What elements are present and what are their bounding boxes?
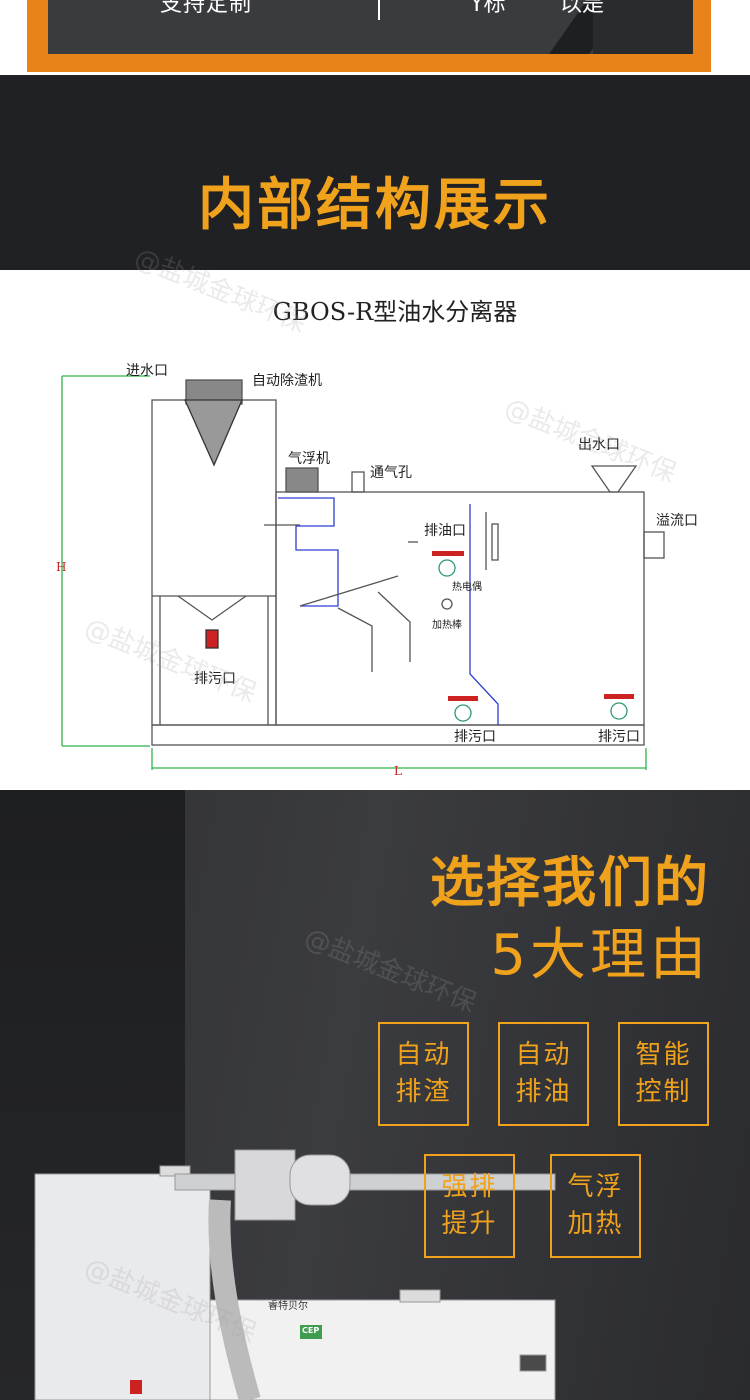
diagram-title: GBOS-R型油水分离器 (272, 298, 518, 326)
reason-4-line2: 提升 (441, 1209, 498, 1239)
product-brand: 睿特贝尔 (268, 1301, 308, 1312)
label-water-inlet: 进水口 (126, 363, 168, 379)
label-sewage-outlet-right: 排污口 (598, 729, 640, 745)
reason-box-1: 自动 排渣 (378, 1022, 469, 1126)
label-overflow: 溢流口 (656, 513, 698, 529)
reason-box-5: 气浮 加热 (550, 1154, 641, 1258)
label-height: H (56, 560, 67, 574)
reason-1-line2: 排渣 (395, 1077, 452, 1107)
label-thermocouple: 热电偶 (452, 582, 482, 593)
banner-right-text: 以是 (560, 0, 605, 17)
label-sewage-outlet-left: 排污口 (194, 671, 236, 687)
label-length: L (394, 764, 402, 778)
reason-5-line2: 加热 (567, 1209, 624, 1239)
label-air-flotation: 气浮机 (288, 451, 330, 467)
banner-mid-text: Y标 (470, 0, 506, 17)
reason-5-line1: 气浮 (567, 1172, 624, 1202)
reason-2-line1: 自动 (515, 1040, 572, 1070)
reason-box-3: 智能 控制 (618, 1022, 709, 1126)
reason-box-4: 强排 提升 (424, 1154, 515, 1258)
label-water-outlet: 出水口 (578, 437, 620, 453)
product-illustration (34, 1149, 556, 1400)
top-banner-inner (48, 0, 693, 54)
reasons-subheading: 5大理由 (490, 923, 710, 988)
label-auto-slag-remover: 自动除渣机 (252, 373, 322, 389)
diagram-panel: 进水口 自动除渣机 气浮机 通气孔 出水口 溢流口 排油口 热电偶 加热棒 排污… (0, 270, 750, 790)
separator-diagram (61, 375, 665, 770)
reasons-heading: 选择我们的 (430, 851, 710, 914)
label-oil-outlet: 排油口 (424, 523, 466, 539)
label-heating-rod: 加热棒 (432, 620, 462, 631)
banner-divider (378, 0, 380, 20)
reason-3-line1: 智能 (635, 1040, 692, 1070)
section-title-band (0, 75, 750, 270)
label-sewage-outlet-mid: 排污口 (454, 729, 496, 745)
reason-1-line1: 自动 (395, 1040, 452, 1070)
section-title: 内部结构展示 (198, 173, 552, 238)
reason-2-line2: 排油 (515, 1077, 572, 1107)
reason-box-2: 自动 排油 (498, 1022, 589, 1126)
reason-3-line2: 控制 (635, 1077, 692, 1107)
label-vent-hole: 通气孔 (370, 465, 412, 481)
product-badge: CEP (302, 1326, 320, 1335)
reason-4-line1: 强排 (441, 1172, 498, 1202)
banner-left-text: 支持定制 (160, 0, 253, 17)
